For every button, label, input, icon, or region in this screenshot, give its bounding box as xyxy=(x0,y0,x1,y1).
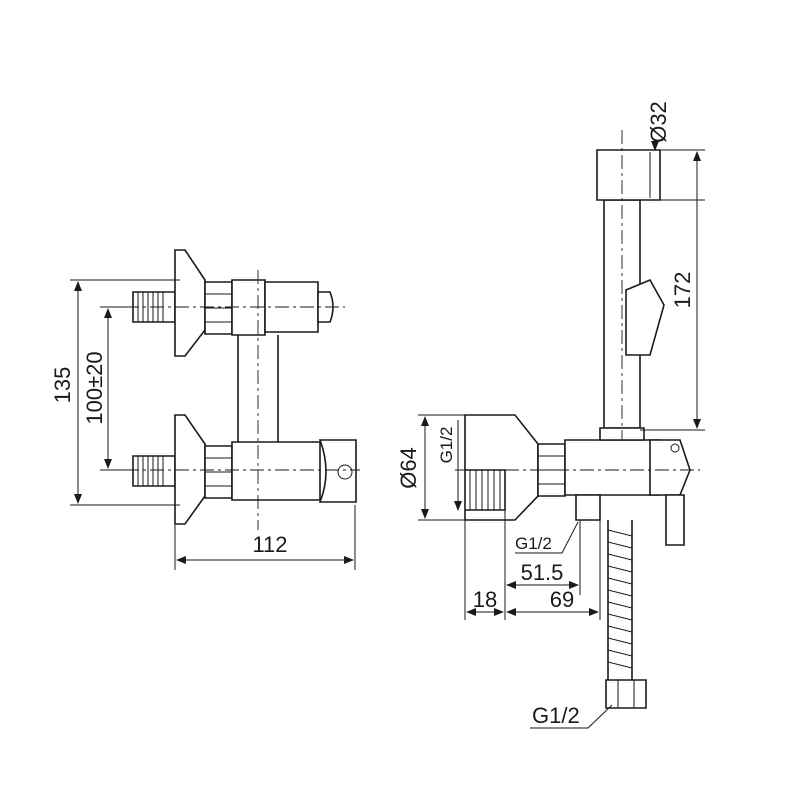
front-view: 135 100±20 112 xyxy=(50,249,360,570)
dim-total-depth: 69 xyxy=(550,587,574,612)
label-hose-thread: G1/2 xyxy=(532,703,580,728)
side-view: Ø32 172 Ø64 G1/2 G1/2 51.5 18 69 G1/2 xyxy=(396,101,705,729)
dim-flange-diameter: Ø64 xyxy=(396,447,421,489)
label-inlet-thread: G1/2 xyxy=(437,427,456,464)
dim-wall-depth: 18 xyxy=(473,587,497,612)
dim-handle-length: 172 xyxy=(670,272,695,309)
dim-handle-diameter: Ø32 xyxy=(646,101,671,143)
dim-width-112: 112 xyxy=(252,532,287,557)
dim-height-135: 135 xyxy=(50,367,75,404)
dim-outlet-depth: 51.5 xyxy=(521,560,564,585)
dim-center-distance: 100±20 xyxy=(82,351,107,424)
label-outlet-thread: G1/2 xyxy=(515,534,552,553)
